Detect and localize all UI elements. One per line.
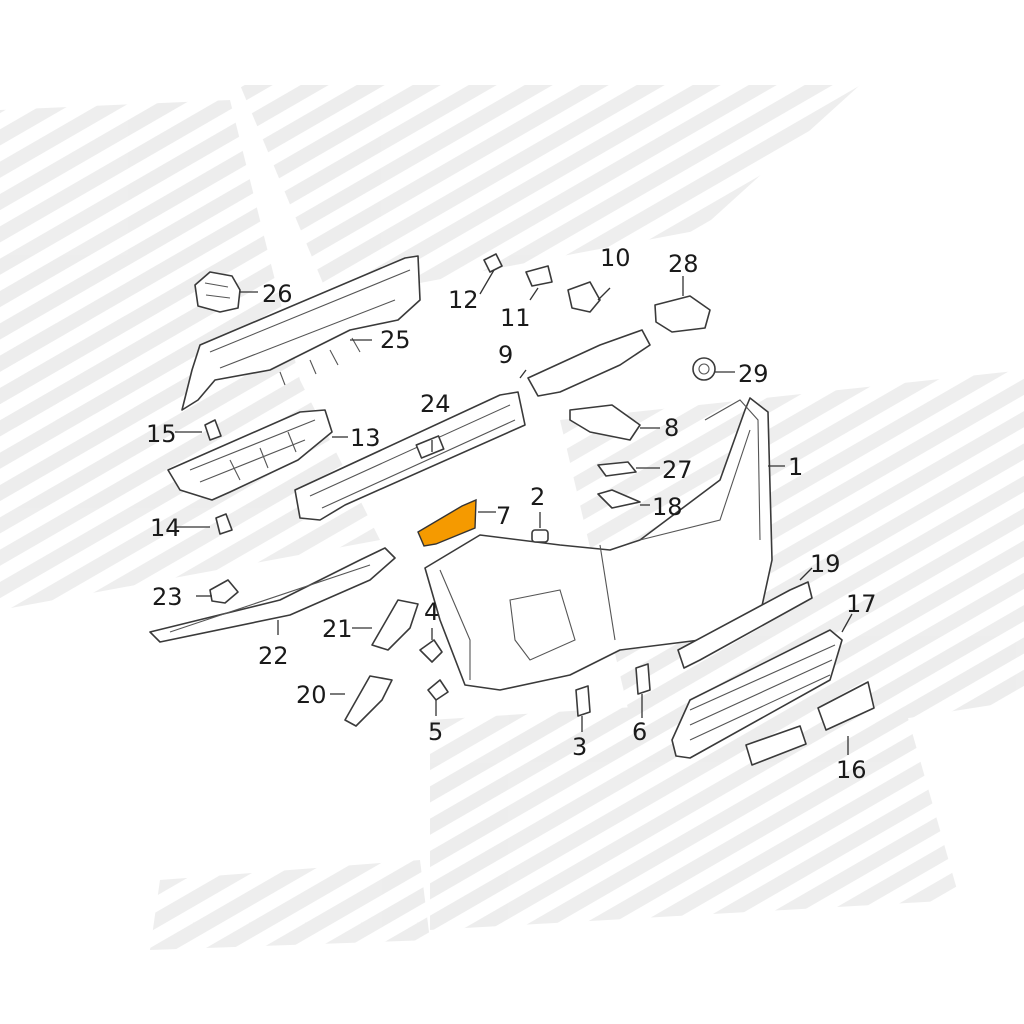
part-2-nut[interactable] bbox=[531, 529, 549, 543]
callout-18[interactable]: 18 bbox=[652, 493, 683, 521]
callout-19[interactable]: 19 bbox=[810, 550, 841, 578]
callout-15[interactable]: 15 bbox=[146, 420, 177, 448]
part-12-screw[interactable] bbox=[483, 253, 503, 273]
part-5-clip[interactable] bbox=[427, 679, 449, 701]
callout-8[interactable]: 8 bbox=[664, 414, 679, 442]
part-19-lower-strip[interactable] bbox=[677, 581, 813, 669]
part-9-sensor-bracket[interactable] bbox=[527, 329, 651, 397]
callout-5[interactable]: 5 bbox=[428, 718, 443, 746]
part-18-bolt[interactable] bbox=[597, 489, 641, 509]
part-11-clip[interactable] bbox=[525, 265, 553, 287]
callout-24[interactable]: 24 bbox=[420, 390, 451, 418]
callout-11[interactable]: 11 bbox=[500, 304, 531, 332]
part-8-bracket[interactable] bbox=[569, 404, 641, 441]
part-23-clip[interactable] bbox=[209, 579, 239, 604]
callout-26[interactable]: 26 bbox=[262, 280, 293, 308]
part-29-sensor-ring[interactable] bbox=[692, 357, 716, 381]
part-17-grille[interactable] bbox=[671, 629, 843, 759]
part-26-bracket[interactable] bbox=[194, 271, 241, 313]
part-22-molding[interactable] bbox=[149, 547, 396, 643]
callout-12[interactable]: 12 bbox=[448, 286, 479, 314]
callout-21[interactable]: 21 bbox=[322, 615, 353, 643]
part-1-bumper-cover[interactable] bbox=[424, 397, 773, 691]
callout-16[interactable]: 16 bbox=[836, 756, 867, 784]
leader-lines bbox=[175, 269, 853, 755]
callout-1[interactable]: 1 bbox=[788, 453, 803, 481]
callout-13[interactable]: 13 bbox=[350, 424, 381, 452]
callout-2[interactable]: 2 bbox=[530, 483, 545, 511]
callout-7[interactable]: 7 bbox=[496, 502, 511, 530]
part-3-bolt[interactable] bbox=[575, 685, 591, 717]
part-24-center-absorber[interactable] bbox=[294, 391, 526, 521]
part-16-plate[interactable] bbox=[745, 681, 875, 766]
callout-9[interactable]: 9 bbox=[498, 341, 513, 369]
callout-25[interactable]: 25 bbox=[380, 326, 411, 354]
callout-3[interactable]: 3 bbox=[572, 733, 587, 761]
part-25-reinforcement-beam[interactable] bbox=[181, 255, 421, 411]
watermark-background bbox=[0, 85, 1024, 950]
part-28-parking-sensor[interactable] bbox=[654, 295, 711, 333]
callout-23[interactable]: 23 bbox=[152, 583, 183, 611]
part-15-clip[interactable] bbox=[204, 419, 222, 441]
callout-29[interactable]: 29 bbox=[738, 360, 769, 388]
callout-14[interactable]: 14 bbox=[150, 514, 181, 542]
callout-27[interactable]: 27 bbox=[662, 456, 693, 484]
callout-20[interactable]: 20 bbox=[296, 681, 327, 709]
part-20-side-cover[interactable] bbox=[344, 675, 393, 727]
part-21-side-cover[interactable] bbox=[371, 599, 419, 651]
callout-6[interactable]: 6 bbox=[632, 718, 647, 746]
part-6-bolt[interactable] bbox=[635, 663, 651, 695]
part-13-absorber[interactable] bbox=[167, 409, 333, 501]
part-4-clip[interactable] bbox=[419, 639, 443, 663]
callout-10[interactable]: 10 bbox=[600, 244, 631, 272]
part-14-clip[interactable] bbox=[215, 513, 233, 535]
part-7-bracket-highlighted[interactable] bbox=[417, 498, 477, 547]
callout-28[interactable]: 28 bbox=[668, 250, 699, 278]
callout-labels: 1 2 3 4 5 6 7 8 9 10 11 12 13 14 15 16 1… bbox=[146, 244, 877, 784]
part-27-clip[interactable] bbox=[597, 461, 637, 477]
callout-22[interactable]: 22 bbox=[258, 642, 289, 670]
part-10-bracket[interactable] bbox=[567, 281, 601, 313]
callout-4[interactable]: 4 bbox=[424, 598, 439, 626]
callout-17[interactable]: 17 bbox=[846, 590, 877, 618]
